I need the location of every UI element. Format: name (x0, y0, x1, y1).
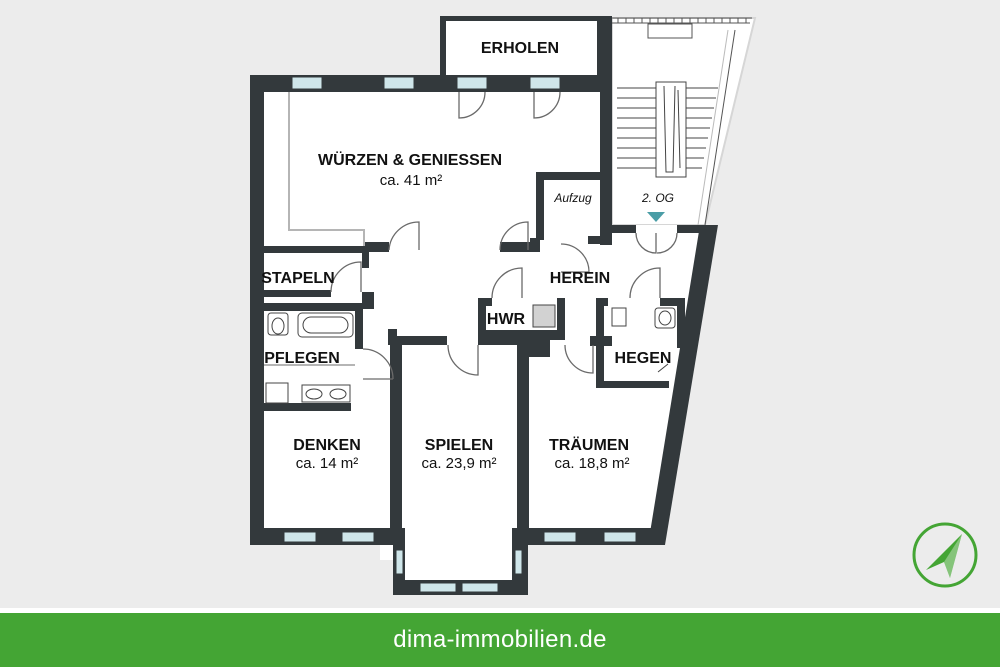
doors (330, 91, 678, 380)
room-area-traeumen: ca. 18,8 m² (554, 455, 629, 472)
down-arrow-icon (647, 212, 665, 222)
room-area-spielen: ca. 23,9 m² (421, 455, 496, 472)
bathtub-icon (297, 312, 354, 338)
website-link[interactable]: dima-immobilien.de (393, 626, 607, 653)
floor-label: 2. OG (641, 191, 674, 205)
room-label-pflegen: PFLEGEN (264, 350, 340, 367)
fixtures (265, 304, 676, 404)
room-label-traeumen: TRÄUMEN (549, 436, 629, 454)
thin-partitions (264, 92, 365, 366)
room-label-hwr: HWR (487, 311, 526, 328)
shower-icon (265, 382, 289, 404)
room-area-wuerzen: ca. 41 m² (380, 172, 443, 189)
room-label-hegen: HEGEN (615, 350, 672, 367)
footer-bar: dima-immobilien.de (0, 613, 1000, 667)
washing-machine-icon (532, 304, 556, 328)
staircase-hatch (612, 17, 752, 24)
room-label-spielen: SPIELEN (425, 437, 493, 454)
room-label-aufzug: Aufzug (553, 191, 592, 205)
sink-small-icon (611, 307, 627, 327)
room-label-denken: DENKEN (293, 437, 361, 454)
interior-walls (264, 172, 700, 545)
staircase-steps (617, 81, 718, 178)
windows (283, 76, 637, 593)
floor-plan: ERHOLEN WÜRZEN & GENIESSEN ca. 41 m² Auf… (0, 16, 1000, 613)
room-label-herein: HEREIN (550, 270, 610, 287)
room-area-denken: ca. 14 m² (296, 455, 359, 472)
room-label-wuerzen: WÜRZEN & GENIESSEN (318, 150, 502, 169)
north-arrow-icon (912, 522, 978, 588)
room-label-stapeln: STAPELN (261, 270, 334, 287)
room-label-erholen: ERHOLEN (481, 40, 559, 57)
